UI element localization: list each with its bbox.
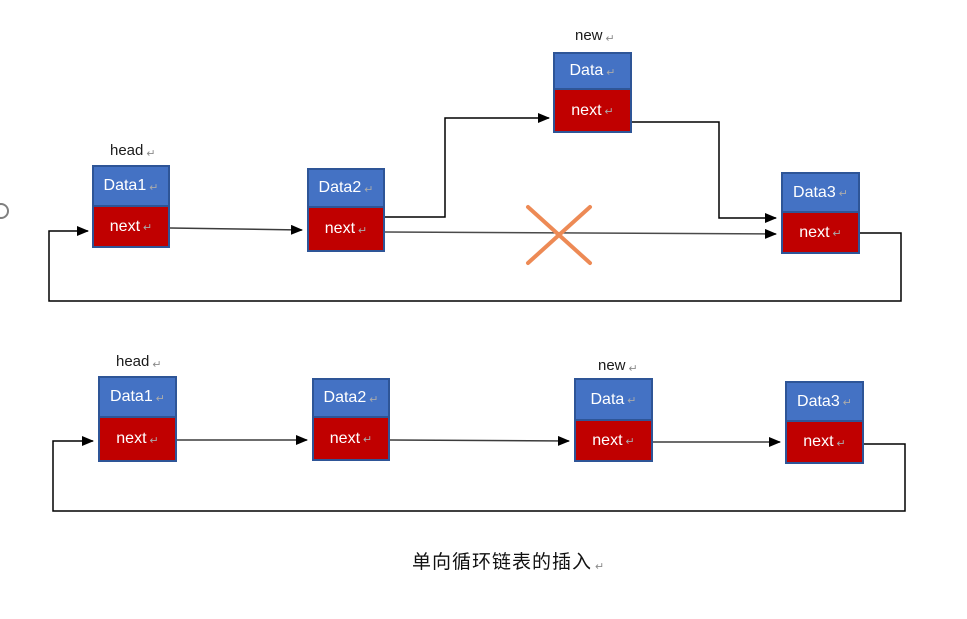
edge-handle-circle-icon xyxy=(0,203,9,219)
pointer-label: next xyxy=(803,433,834,450)
label-text: new xyxy=(598,357,626,374)
data-cell: Data1↵ xyxy=(100,378,175,416)
node-data2-bottom: Data2↵ next↵ xyxy=(312,378,390,461)
return-mark-icon: ↵ xyxy=(838,188,848,200)
return-mark-icon: ↵ xyxy=(832,228,842,240)
return-mark-icon: ↵ xyxy=(625,436,635,448)
next-pointer-cell: next↵ xyxy=(100,416,175,460)
node-label: Data3 xyxy=(797,392,840,410)
node-data3-bottom: Data3↵ next↵ xyxy=(785,381,864,464)
data-cell: Data↵ xyxy=(555,54,630,88)
connector-top-loop-data3-to-head xyxy=(48,226,902,302)
node-data1-bottom: Data1↵ next↵ xyxy=(98,376,177,462)
next-pointer-cell: next↵ xyxy=(309,206,383,250)
data-cell: Data2↵ xyxy=(309,170,383,206)
data-cell: Data3↵ xyxy=(787,383,862,420)
caption-text: 单向循环链表的插入 xyxy=(412,552,593,573)
node-label: Data2 xyxy=(318,179,362,196)
node-label: Data xyxy=(569,62,604,79)
return-mark-icon: ↵ xyxy=(842,397,852,409)
next-pointer-cell: next↵ xyxy=(314,416,388,459)
return-mark-icon: ↵ xyxy=(605,33,615,45)
label-new-bottom: new↵ xyxy=(598,357,638,375)
node-label: Data2 xyxy=(323,389,367,406)
pointer-label: next xyxy=(571,101,602,119)
pointer-label: next xyxy=(109,217,141,235)
node-data2-top: Data2↵ next↵ xyxy=(307,168,385,252)
node-label: Data3 xyxy=(793,183,836,201)
next-pointer-cell: next↵ xyxy=(555,88,630,131)
node-label: Data xyxy=(590,390,625,408)
return-mark-icon: ↵ xyxy=(364,183,374,196)
node-label: Data1 xyxy=(110,388,153,405)
pointer-label: next xyxy=(329,429,361,447)
next-pointer-cell: next↵ xyxy=(576,419,651,460)
node-data3-top: Data3↵ next↵ xyxy=(781,172,860,254)
return-mark-icon: ↵ xyxy=(149,434,159,447)
next-pointer-cell: next↵ xyxy=(787,420,862,462)
return-mark-icon: ↵ xyxy=(836,437,846,450)
connector-top-data2-to-new xyxy=(368,113,550,218)
return-mark-icon: ↵ xyxy=(369,393,379,406)
data-cell: Data3↵ xyxy=(783,174,858,211)
node-new-top: Data↵ next↵ xyxy=(553,52,632,133)
data-cell: Data2↵ xyxy=(314,380,388,416)
data-cell: Data1↵ xyxy=(94,167,168,205)
return-mark-icon: ↵ xyxy=(143,222,153,234)
return-mark-icon: ↵ xyxy=(152,359,162,371)
return-mark-icon: ↵ xyxy=(155,392,165,405)
next-pointer-cell: next↵ xyxy=(94,205,168,246)
node-data1-top: Data1↵ next↵ xyxy=(92,165,170,248)
next-pointer-cell: next↵ xyxy=(783,211,858,252)
return-mark-icon: ↵ xyxy=(595,561,606,573)
node-new-bottom: Data↵ next↵ xyxy=(574,378,653,462)
cross-mark-icon xyxy=(526,205,592,265)
label-new-top: new↵ xyxy=(575,27,615,45)
data-cell: Data↵ xyxy=(576,380,651,419)
pointer-label: next xyxy=(116,430,147,447)
pointer-label: next xyxy=(799,223,830,241)
label-text: head xyxy=(116,353,150,370)
connector-bottom-loop-data3-to-head xyxy=(52,436,906,512)
diagram-caption: 单向循环链表的插入↵ xyxy=(412,547,605,574)
return-mark-icon: ↵ xyxy=(606,66,616,79)
return-mark-icon: ↵ xyxy=(358,224,368,237)
label-head-top: head↵ xyxy=(110,142,156,160)
connector-top-new-to-data3 xyxy=(632,121,777,223)
label-text: new xyxy=(575,27,603,44)
label-text: head xyxy=(110,142,144,159)
return-mark-icon: ↵ xyxy=(604,106,614,118)
label-head-bottom: head↵ xyxy=(116,353,162,371)
connector-bottom-data2-to-new xyxy=(389,435,570,446)
return-mark-icon: ↵ xyxy=(628,363,638,375)
pointer-label: next xyxy=(324,220,356,237)
return-mark-icon: ↵ xyxy=(363,434,373,446)
node-label: Data1 xyxy=(103,177,147,194)
return-mark-icon: ↵ xyxy=(627,395,637,407)
connector-top-data1-to-data2 xyxy=(169,224,303,235)
return-mark-icon: ↵ xyxy=(149,181,159,194)
pointer-label: next xyxy=(592,431,623,449)
connector-top-data2-to-data3-old-link xyxy=(384,228,777,239)
return-mark-icon: ↵ xyxy=(146,148,156,160)
